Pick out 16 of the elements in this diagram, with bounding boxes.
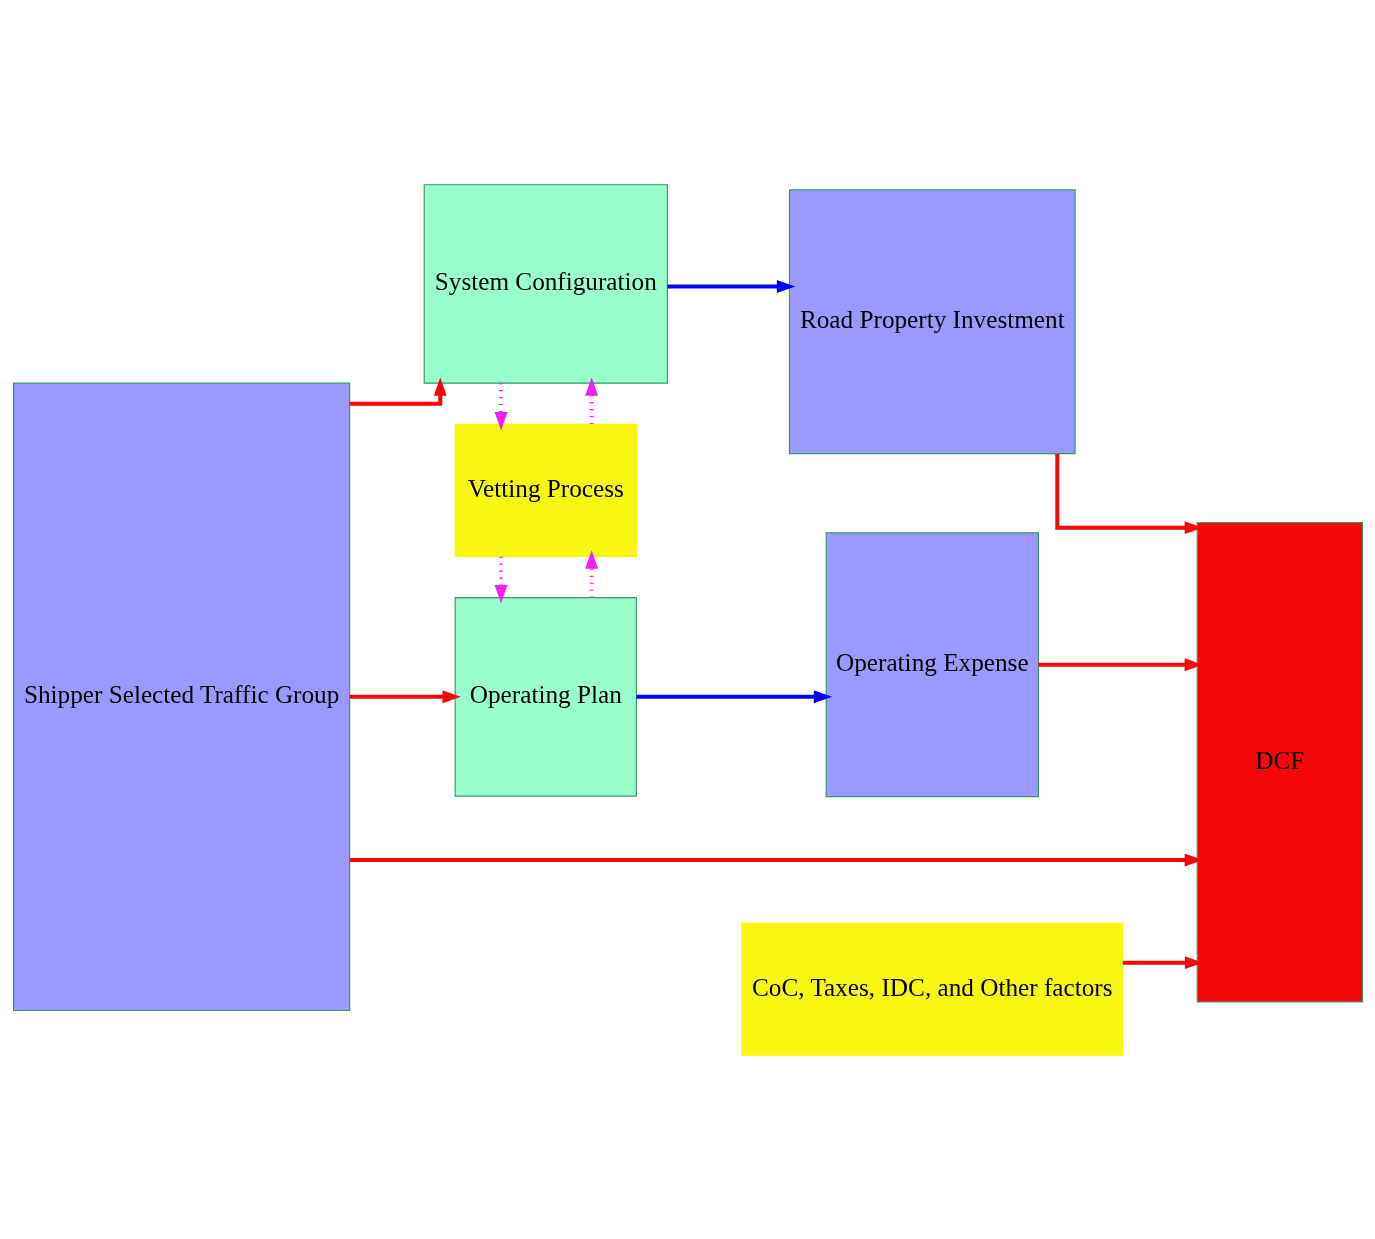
- node-box: Operating Expense: [825, 531, 1039, 797]
- node-box: DCF: [1196, 521, 1363, 1002]
- node-box: Shipper Selected Traffic Group: [12, 382, 350, 1011]
- arrow: [494, 382, 507, 430]
- node-box: System Configuration: [423, 183, 668, 384]
- arrow: [349, 376, 447, 406]
- node-box: Vetting Process: [454, 423, 637, 557]
- arrow: [349, 689, 461, 703]
- node-box: Road Property Investment: [788, 188, 1076, 454]
- node-box: CoC, Taxes, IDC, and Other factors: [740, 922, 1123, 1056]
- arrow: [494, 556, 507, 603]
- arrow: [584, 376, 598, 424]
- arrow: [667, 279, 795, 293]
- arrow: [584, 549, 598, 598]
- node-box: Operating Plan: [454, 596, 637, 797]
- arrow: [635, 689, 832, 703]
